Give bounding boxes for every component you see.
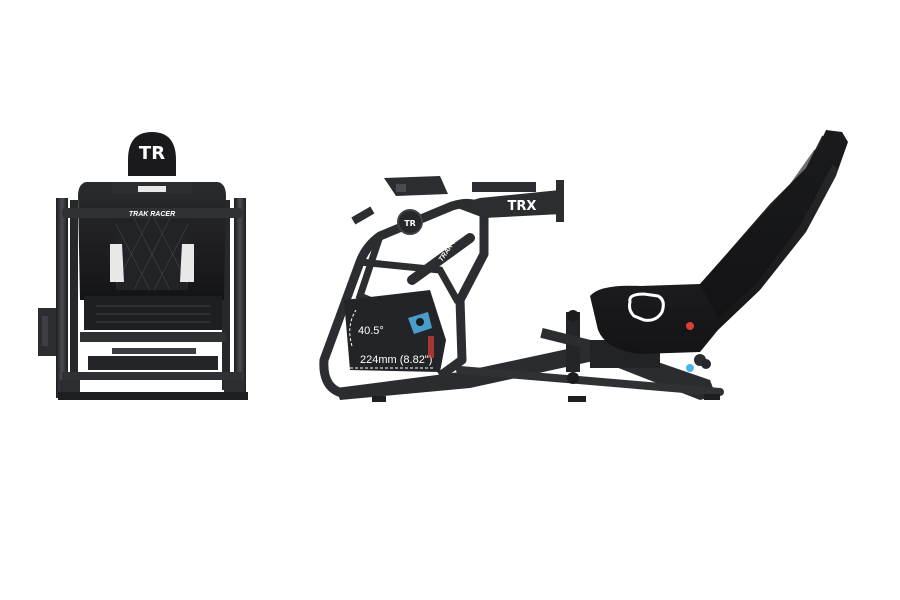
seat-harness-slot: [628, 292, 665, 322]
headrest: [128, 132, 176, 176]
shifter-deck: [384, 176, 448, 196]
angle-label: 40.5°: [358, 325, 384, 337]
svg-text:TR: TR: [404, 219, 416, 228]
harness-slot-right: [180, 244, 194, 282]
seat-headrest: [818, 130, 848, 170]
wheel-deck-bar: [62, 208, 242, 218]
front-base-rail: [62, 372, 242, 380]
wheel-mount-hub: [397, 209, 423, 235]
blue-seat-knob: [686, 364, 694, 372]
side-view-cockpit: 40.5° 224mm (8.82") TR TRAK RACER TR TRX: [319, 130, 848, 402]
front-view-cockpit: TR TRAK RACER: [38, 132, 248, 400]
top-arm-plate: [452, 190, 562, 218]
headrest-logo: TR: [139, 143, 165, 164]
trx-logo: TRX: [508, 199, 537, 214]
monitor-bracket: [556, 180, 564, 222]
left-upright: [56, 198, 68, 398]
seat-base: [84, 296, 222, 330]
harness-slot-left: [110, 244, 124, 282]
red-pedal-marker: [428, 336, 434, 358]
seat-slider: [540, 310, 706, 384]
red-seat-knob: [686, 322, 694, 330]
right-upright: [234, 198, 246, 398]
gusset-logo: TR: [380, 373, 392, 382]
length-label: 224mm (8.82"): [360, 354, 432, 366]
racing-seat: [590, 132, 846, 354]
side-gusset-plate: [344, 290, 446, 372]
front-brand-bar-text: TRAK RACER: [129, 211, 175, 218]
seat-center-panel: [116, 214, 188, 290]
